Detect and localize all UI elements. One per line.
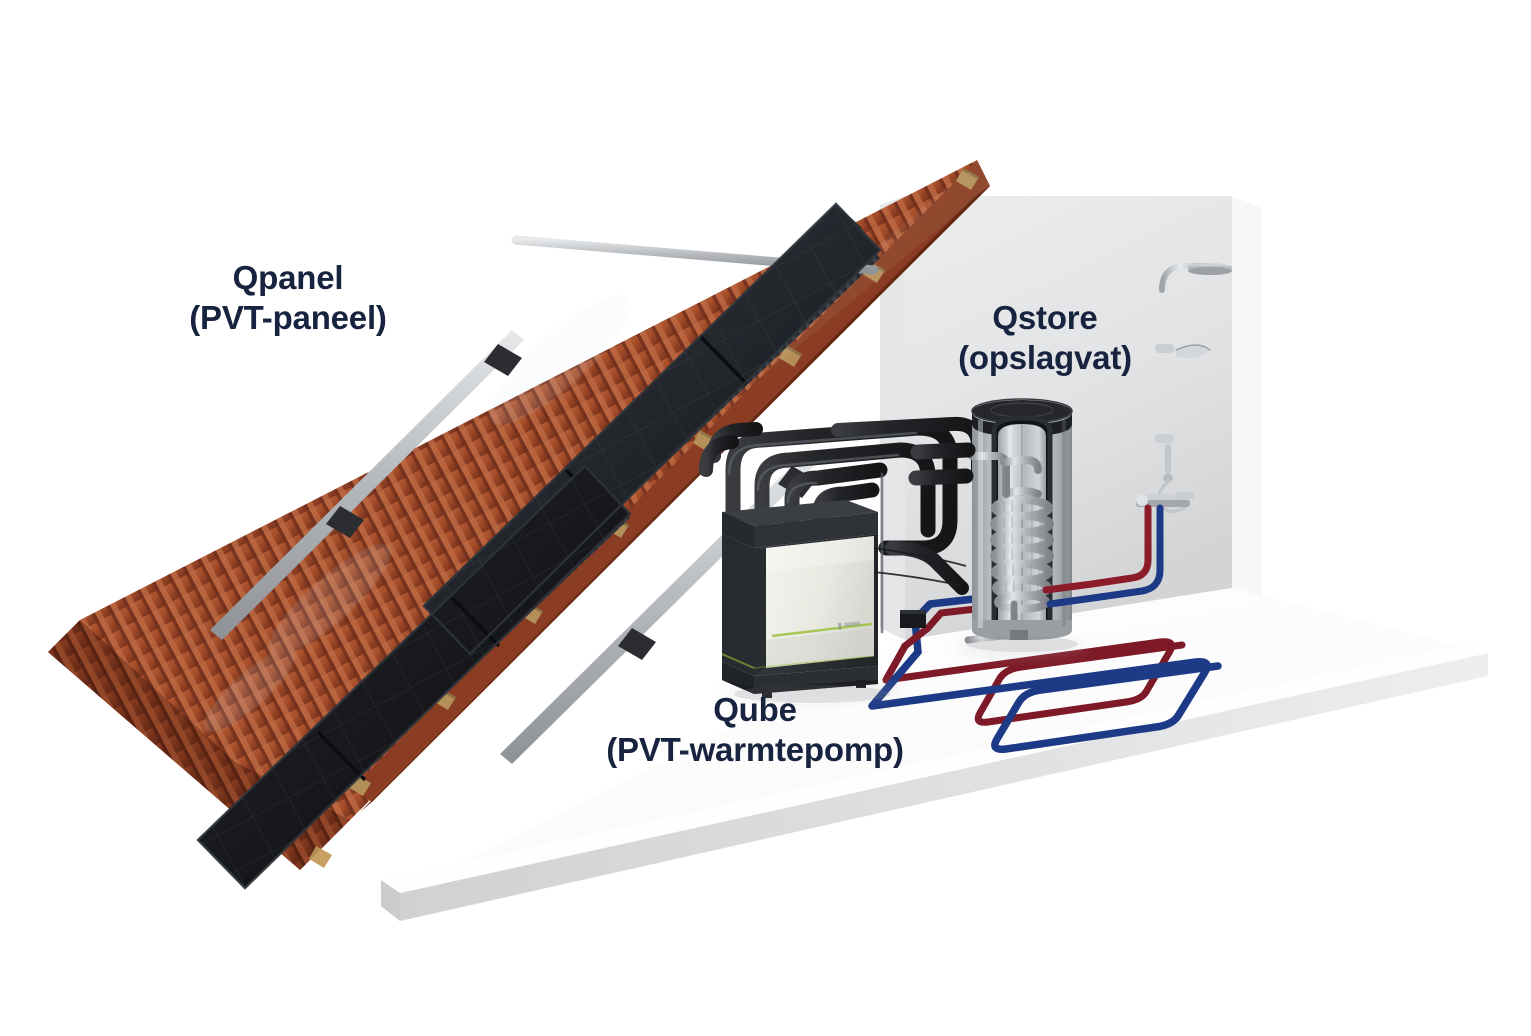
qube-heat-pump-unit: [720, 500, 904, 703]
label-qstore-subtitle: (opslagvat): [958, 339, 1132, 377]
panel-gaps-lower: [316, 596, 501, 782]
label-qube-subtitle: (PVT-warmtepomp): [606, 731, 904, 769]
glass-reflections: [203, 295, 631, 733]
qstore-storage-tank: [908, 398, 1088, 659]
panel-lower-row: [198, 466, 630, 888]
label-qube: Qube (PVT-warmtepomp): [560, 690, 950, 771]
hot-cold-supply-pipes: [1042, 504, 1164, 608]
wall-junction-box: [900, 610, 926, 628]
label-qpanel: Qpanel (PVT-paneel): [118, 258, 458, 339]
label-qube-title: Qube: [713, 691, 797, 728]
coil-ribbing: [995, 500, 1048, 592]
label-qpanel-title: Qpanel: [232, 259, 344, 296]
pvt-panel-array: [196, 202, 882, 890]
label-qstore: Qstore (opslagvat): [900, 298, 1190, 379]
label-qpanel-subtitle: (PVT-paneel): [189, 299, 387, 337]
electrical-wire: [873, 547, 967, 587]
pipe-highlights: [727, 431, 918, 634]
label-qstore-title: Qstore: [992, 299, 1098, 336]
qube-brand-mark: [837, 621, 861, 630]
contact-shadows: [734, 636, 1078, 703]
